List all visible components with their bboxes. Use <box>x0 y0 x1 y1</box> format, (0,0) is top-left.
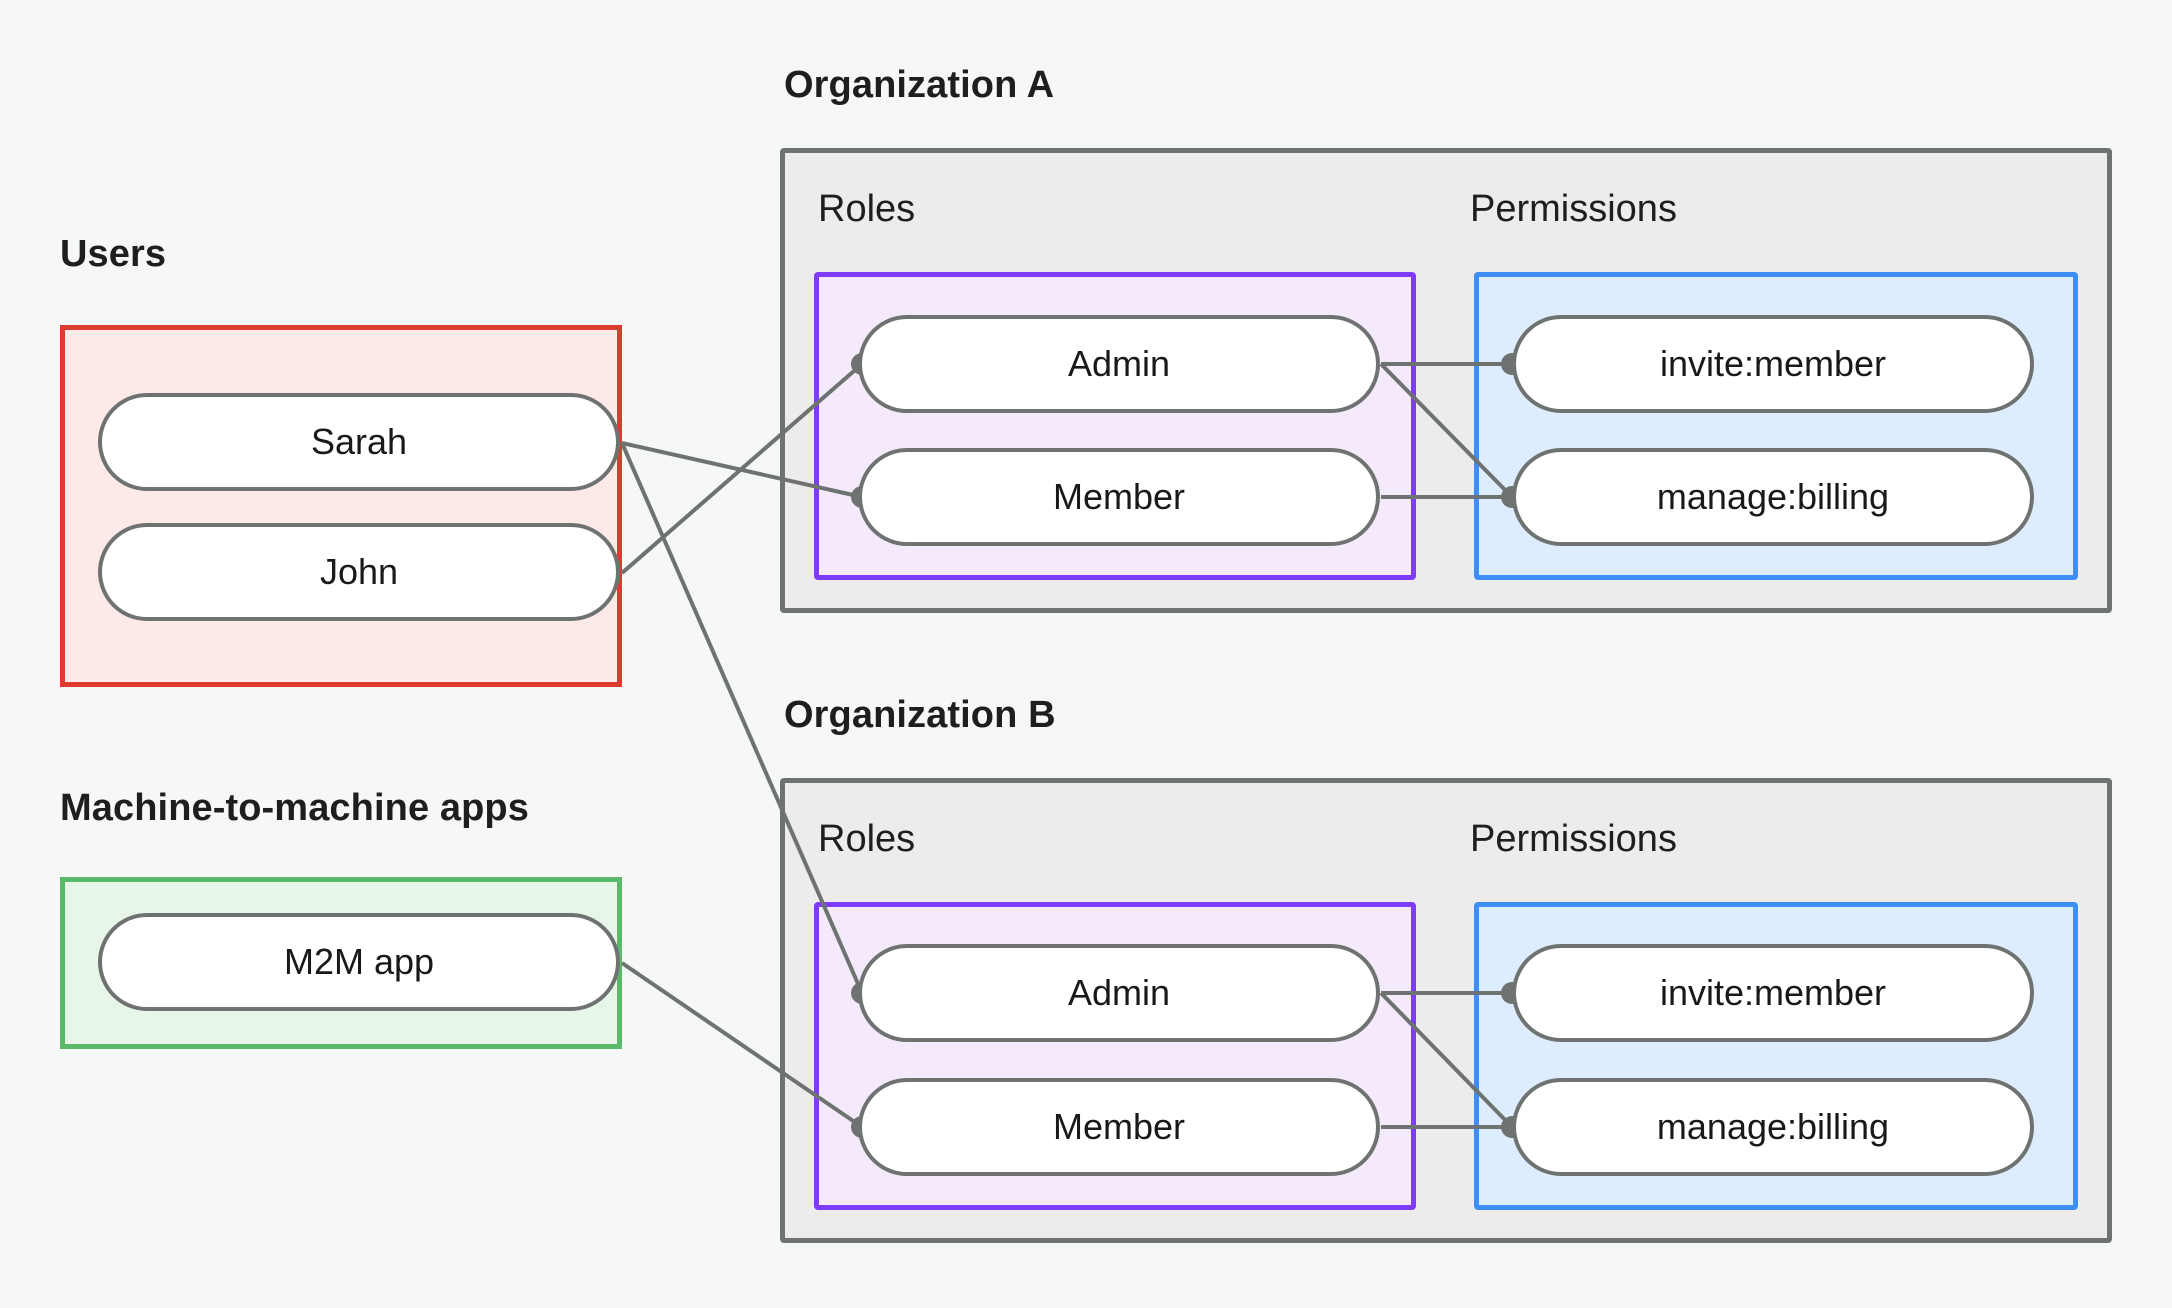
users-group-box <box>60 325 622 687</box>
org-b-permission-node-manage-billing[interactable]: manage:billing <box>1512 1078 2034 1176</box>
org-b-role-node-admin[interactable]: Admin <box>858 944 1380 1042</box>
org-b-role-node-member[interactable]: Member <box>858 1078 1380 1176</box>
users-caption: Users <box>60 233 167 275</box>
m2m-caption: Machine-to-machine apps <box>60 787 529 829</box>
org-a-caption: Organization A <box>784 64 1055 106</box>
org-b-permission-node-invite-member[interactable]: invite:member <box>1512 944 2034 1042</box>
org-b-roles-label: Roles <box>818 818 916 860</box>
org-b-caption: Organization B <box>784 694 1056 736</box>
user-node-john[interactable]: John <box>98 523 620 621</box>
org-a-permissions-label: Permissions <box>1470 188 1677 230</box>
org-a-permission-node-invite-member[interactable]: invite:member <box>1512 315 2034 413</box>
org-a-permission-node-manage-billing[interactable]: manage:billing <box>1512 448 2034 546</box>
org-a-roles-label: Roles <box>818 188 916 230</box>
org-a-role-node-admin[interactable]: Admin <box>858 315 1380 413</box>
m2m-node-app[interactable]: M2M app <box>98 913 620 1011</box>
user-node-sarah[interactable]: Sarah <box>98 393 620 491</box>
org-b-permissions-label: Permissions <box>1470 818 1677 860</box>
org-a-role-node-member[interactable]: Member <box>858 448 1380 546</box>
